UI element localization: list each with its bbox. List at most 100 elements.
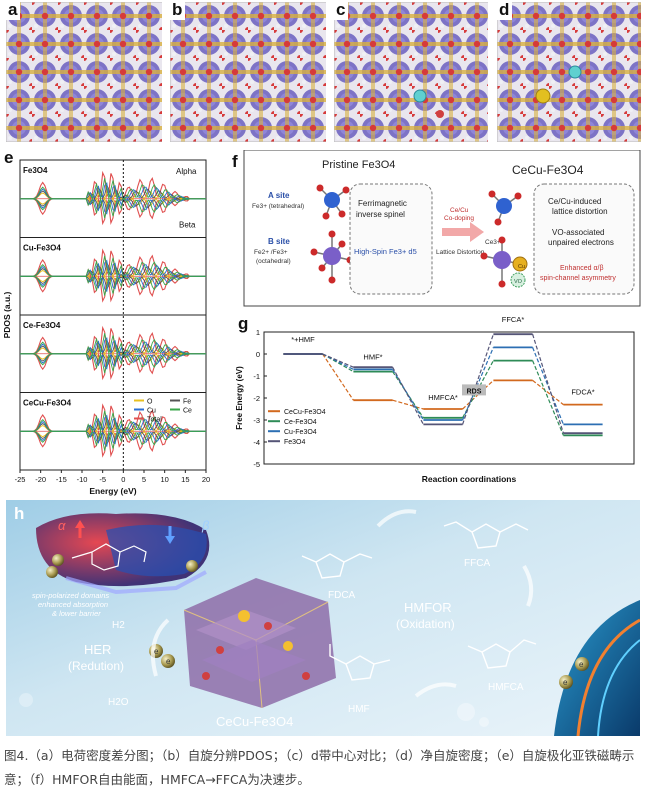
energy-state-label: HMF*: [363, 353, 382, 362]
pdos-curve-up: [20, 414, 206, 433]
energy-state-label: HMFCA*: [428, 393, 458, 402]
schematic-svg: Pristine Fe3O4 CeCu-Fe3O4 A site Fe3+ (t…: [243, 150, 641, 307]
fdca-label: FDCA: [328, 590, 356, 601]
catalyst-crystal-icon: [183, 578, 336, 709]
beta-label: β: [201, 518, 210, 533]
pdos-subpanel-label: CeCu-Fe3O4: [23, 399, 72, 408]
arrow-line3: Lattice Distortion: [436, 249, 485, 256]
energy-y-tick-label: 1: [256, 328, 260, 337]
pdos-subpanel-label: Cu-Fe3O4: [23, 244, 61, 253]
energy-legend-label: Fe3O4: [284, 439, 306, 446]
spin-note3: & lower barrier: [52, 609, 101, 618]
electron-text-1: e: [154, 647, 159, 656]
pdos-legend-label: O: [147, 399, 153, 406]
pdos-panel-label: e: [4, 148, 14, 167]
her-label: HER: [84, 642, 111, 657]
pdos-curve-up: [20, 337, 206, 355]
h2-label: H2: [112, 620, 125, 631]
energy-y-tick-label: -1: [253, 372, 260, 381]
pdos-ylabel: PDOS (a.u.): [2, 291, 12, 338]
box1-line3: High-Spin Fe3+ d5: [354, 247, 417, 256]
arrow-line2: Co-doping: [444, 215, 474, 222]
left-title: Pristine Fe3O4: [322, 159, 395, 171]
box2-line2: lattice distortion: [552, 207, 608, 216]
figure-caption: 图4.（a）电荷密度差分图；（b）自旋分辨PDOS；（c）d带中心对比；（d）净…: [4, 748, 635, 787]
lattice-image-b: [170, 2, 326, 142]
b-site-sub1: Fe2+ /Fe3+: [254, 249, 288, 256]
cu-label: Cu: [518, 264, 525, 270]
electron-icon: [46, 554, 198, 578]
spin-note2: enhanced absorption: [38, 600, 108, 609]
energy-connector: [322, 353, 354, 368]
fdca-molecule-icon: [301, 553, 373, 579]
panel-label-a: a: [6, 2, 21, 20]
energy-y-tick-label: -5: [253, 460, 260, 469]
panel-d: d: [497, 2, 641, 142]
pdos-x-tick-label: 15: [181, 475, 189, 484]
pdos-legend-label: Ce: [183, 408, 192, 415]
b-site-sub2: (octahedral): [256, 258, 291, 265]
energy-y-tick-label: -3: [253, 416, 260, 425]
panel-label-b: b: [170, 2, 186, 20]
pdos-x-tick-label: 5: [142, 475, 146, 484]
schematic-panel: Pristine Fe3O4 CeCu-Fe3O4 A site Fe3+ (t…: [222, 150, 642, 308]
pdos-beta-label: Beta: [179, 221, 196, 230]
box2-line5: Enhanced α/β: [560, 265, 604, 272]
octahedral-site-icon: [310, 230, 354, 284]
panel-a: a: [6, 2, 162, 142]
box2-line6: spin-channel asymmetry: [540, 275, 616, 282]
energy-legend-label: Ce-Fe3O4: [284, 419, 317, 426]
rds-box: [462, 384, 486, 396]
alpha-label: α: [58, 518, 66, 533]
energy-connector: [532, 347, 564, 425]
electron-text-2: e: [166, 657, 171, 666]
energy-panel-label: g: [238, 314, 249, 333]
pdos-curve-down: [20, 197, 206, 219]
energy-connector: [532, 334, 564, 434]
energy-connector: [392, 399, 424, 410]
doped-tetrahedral-icon: [488, 190, 522, 226]
pdos-x-tick-label: 20: [202, 475, 210, 484]
illustration-panel: α β spin-polarized domains enhanced abso…: [6, 500, 640, 736]
rds-label: RDS: [467, 388, 482, 395]
ce-label: Ce3+: [485, 239, 501, 246]
energy-y-tick-label: -2: [253, 394, 260, 403]
pdos-curve-down: [20, 430, 206, 448]
pdos-xlabel: Energy (eV): [89, 486, 136, 496]
pdos-x-tick-label: -20: [35, 475, 46, 484]
pdos-curve-down: [20, 274, 206, 296]
panel-label-c: c: [334, 2, 349, 20]
box1-line2: inverse spinel: [356, 210, 405, 219]
pdos-curve-down: [20, 353, 206, 370]
hmf-molecule-icon: [329, 644, 391, 681]
energy-state-label: FFCA*: [502, 315, 525, 324]
pdos-x-tick-label: 0: [121, 475, 125, 484]
arrow-hmf-icon: [414, 682, 457, 698]
energy-connector: [322, 353, 354, 401]
arrow-line1: Ce/Cu: [450, 207, 469, 214]
energy-ylabel: Free Energy (eV): [235, 366, 244, 430]
pdos-x-tick-label: -15: [56, 475, 67, 484]
energy-xlabel: Reaction coordinations: [422, 474, 517, 484]
pdos-x-tick-label: -25: [15, 475, 26, 484]
pdos-legend-label: Fe: [183, 399, 191, 406]
box1-line1: Ferrimagnetic: [358, 199, 407, 208]
pdos-curve-up: [20, 333, 206, 356]
pdos-curve-up: [20, 182, 206, 200]
energy-state-label: FDCA*: [571, 388, 594, 397]
ffca-label: FFCA: [464, 558, 490, 569]
pdos-legend-label: Cu: [147, 408, 156, 415]
lattice-image-a: [6, 2, 162, 142]
a-site-label: A site: [268, 191, 290, 200]
electron-text-4: e: [563, 678, 568, 687]
arrow-ffca-icon: [522, 564, 534, 607]
energy-legend-label: Cu-Fe3O4: [284, 429, 317, 436]
box2-line3: VO-associated: [552, 228, 604, 237]
ffca-molecule-icon: [443, 521, 529, 549]
a-site-sub: Fe3+ (tetrahedral): [252, 203, 304, 210]
panel-label-d: d: [497, 2, 513, 20]
pdos-subpanel-label: Ce-Fe3O4: [23, 321, 61, 330]
